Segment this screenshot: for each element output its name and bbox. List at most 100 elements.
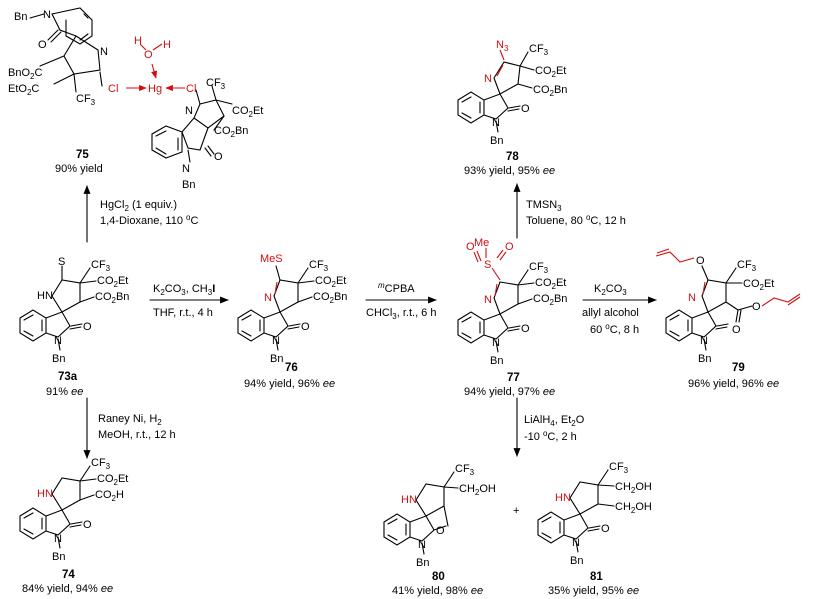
svg-text:O: O: [466, 241, 475, 253]
svg-text:S: S: [58, 256, 65, 268]
compound-80: O O HN CF3 CH2OH N Bn 80 41% yield, 98% …: [383, 463, 496, 597]
svg-text:CF3: CF3: [529, 261, 549, 275]
svg-text:H: H: [134, 35, 142, 47]
svg-text:CH2OH: CH2OH: [615, 501, 652, 515]
conditions-to-79: K2CO3 allyl alcohol 60 oC, 8 h: [582, 283, 639, 336]
svg-text:N: N: [54, 335, 62, 347]
svg-text:Bn: Bn: [698, 353, 711, 365]
compound-73a: HN S CF3 CO2Et CO2Bn O N Bn 73a 91% ee: [19, 256, 129, 398]
svg-text:Bn: Bn: [52, 551, 65, 563]
svg-text:CH2OH: CH2OH: [459, 483, 496, 497]
svg-text:41% yield, 98% ee: 41% yield, 98% ee: [392, 585, 483, 597]
svg-text:Bn: Bn: [490, 135, 503, 147]
svg-text:N: N: [272, 335, 280, 347]
svg-text:O: O: [301, 321, 310, 333]
svg-text:CO2H: CO2H: [95, 489, 124, 503]
svg-text:HN: HN: [37, 488, 53, 500]
svg-text:mCPBA: mCPBA: [378, 281, 415, 295]
svg-text:78: 78: [506, 151, 519, 163]
svg-text:Toluene, 80 oC, 12 h: Toluene, 80 oC, 12 h: [526, 213, 626, 227]
svg-text:HN: HN: [401, 494, 417, 506]
svg-text:CO2Et: CO2Et: [315, 275, 346, 289]
svg-text:Cl: Cl: [186, 83, 196, 95]
svg-text:CO2Bn: CO2Bn: [95, 291, 129, 305]
svg-text:1,4-Dioxane, 110 oC: 1,4-Dioxane, 110 oC: [100, 213, 198, 227]
svg-text:MeOH, r.t., 12 h: MeOH, r.t., 12 h: [98, 429, 176, 441]
svg-text:CO2Bn: CO2Bn: [533, 84, 567, 98]
svg-text:N: N: [572, 537, 580, 549]
conditions-to-74: Raney Ni, H2 MeOH, r.t., 12 h: [98, 413, 176, 441]
svg-text:-10 oC, 2 h: -10 oC, 2 h: [524, 429, 577, 443]
svg-text:N: N: [100, 46, 108, 58]
svg-text:N3: N3: [496, 39, 509, 53]
svg-text:CF3: CF3: [91, 457, 111, 471]
svg-text:CO2Et: CO2Et: [232, 105, 263, 119]
svg-text:S: S: [484, 259, 491, 271]
svg-text:Bn: Bn: [182, 179, 195, 191]
svg-text:Bn: Bn: [490, 355, 503, 367]
svg-text:O: O: [83, 321, 92, 333]
svg-text:Me: Me: [474, 237, 489, 249]
svg-text:O: O: [83, 519, 92, 531]
svg-text:HgCl2 (1 equiv.): HgCl2 (1 equiv.): [100, 199, 177, 213]
svg-text:CHCl3, r.t., 6 h: CHCl3, r.t., 6 h: [366, 307, 436, 321]
svg-text:O: O: [214, 151, 223, 163]
svg-text:CF3: CF3: [76, 93, 96, 107]
svg-text:N: N: [43, 9, 51, 21]
svg-text:HN: HN: [555, 492, 571, 504]
svg-text:90% yield: 90% yield: [55, 163, 103, 175]
svg-text:N: N: [484, 73, 492, 85]
svg-text:CF3: CF3: [309, 259, 329, 273]
svg-text:CF3: CF3: [206, 77, 226, 91]
compound-74: HN CF3 CO2Et CO2H O N Bn 74 84% yield, 9…: [19, 457, 128, 595]
conditions-to-77: mCPBA CHCl3, r.t., 6 h: [366, 281, 436, 321]
svg-text:N: N: [492, 117, 500, 129]
svg-text:75: 75: [76, 149, 89, 161]
svg-text:CF3: CF3: [609, 461, 629, 475]
svg-text:O: O: [696, 255, 705, 267]
svg-text:N: N: [484, 294, 492, 306]
compound-76: N MeS CF3 CO2Et CO2Bn O N Bn 76 94% yiel…: [237, 253, 347, 390]
svg-text:81: 81: [590, 571, 603, 583]
svg-text:Bn: Bn: [270, 353, 283, 365]
svg-text:O: O: [505, 241, 514, 253]
compound-77: N S O O Me CF3 CO2Et CO2Bn O N Bn 77 94%…: [457, 237, 567, 398]
plus-sign: +: [513, 505, 519, 517]
svg-text:O: O: [521, 103, 530, 115]
svg-text:O: O: [601, 523, 610, 535]
svg-text:94% yield, 97% ee: 94% yield, 97% ee: [464, 386, 555, 398]
svg-text:91% ee: 91% ee: [46, 386, 83, 398]
svg-text:CH2OH: CH2OH: [615, 481, 652, 495]
svg-text:EtO2C: EtO2C: [8, 83, 39, 97]
svg-text:MeS: MeS: [260, 253, 283, 265]
svg-text:O: O: [752, 301, 761, 313]
svg-text:Cl: Cl: [108, 83, 118, 95]
svg-text:CO2Bn: CO2Bn: [533, 293, 567, 307]
compound-81: HN CF3 CH2OH CH2OH O N Bn 81 35% yield, …: [537, 461, 652, 597]
svg-text:N: N: [492, 337, 500, 349]
svg-text:CO2Et: CO2Et: [535, 65, 566, 79]
svg-text:77: 77: [507, 372, 520, 384]
svg-text:THF, r.t., 4 h: THF, r.t., 4 h: [153, 307, 213, 319]
svg-text:O: O: [436, 525, 445, 537]
svg-text:94% yield, 96% ee: 94% yield, 96% ee: [244, 378, 335, 390]
svg-text:CF3: CF3: [737, 259, 757, 273]
svg-text:N: N: [54, 533, 62, 545]
svg-text:CO2Et: CO2Et: [97, 275, 128, 289]
svg-text:N: N: [688, 292, 696, 304]
svg-text:CF3: CF3: [529, 43, 549, 57]
svg-text:35% yield, 95% ee: 35% yield, 95% ee: [548, 585, 639, 597]
conditions-to-78: TMSN3 Toluene, 80 oC, 12 h: [526, 199, 626, 227]
conditions-to-76: K2CO3, CH3I THF, r.t., 4 h: [153, 283, 215, 319]
svg-text:N: N: [700, 335, 708, 347]
svg-text:O: O: [521, 323, 530, 335]
svg-text:N: N: [185, 105, 193, 117]
compound-75: Bn N O N BnO2C EtO2C CF3 Cl Hg Cl O H H …: [8, 7, 263, 191]
svg-text:O: O: [38, 39, 47, 51]
svg-text:K2CO3: K2CO3: [594, 283, 627, 297]
svg-text:CO2Et: CO2Et: [97, 473, 128, 487]
svg-text:O: O: [144, 49, 153, 61]
svg-text:79: 79: [732, 362, 745, 374]
